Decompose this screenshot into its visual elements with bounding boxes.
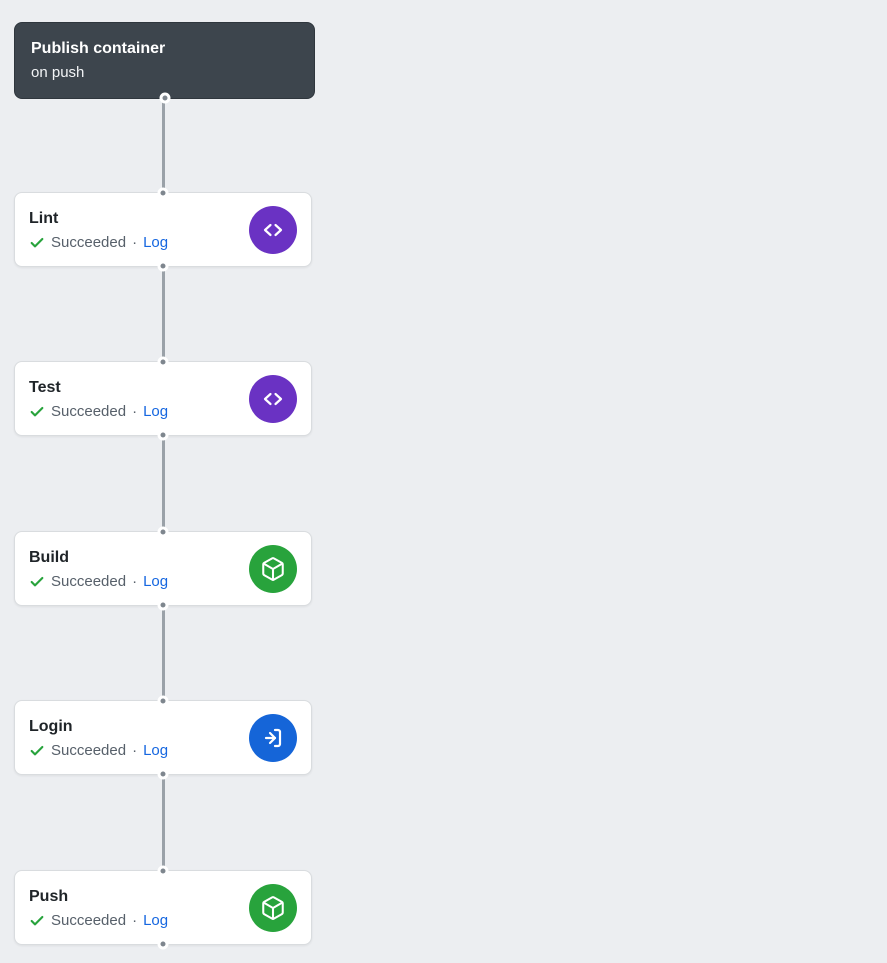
check-icon	[29, 574, 45, 590]
connector-dot	[157, 526, 169, 538]
connector-dot	[157, 187, 169, 199]
trigger-subtitle: on push	[31, 64, 85, 81]
step-title: Login	[29, 718, 73, 735]
sign-in-icon[interactable]	[249, 713, 297, 762]
trigger-title: Publish container	[31, 40, 166, 57]
connector-line	[162, 99, 165, 947]
step-card-push[interactable]: Push Succeeded · Log	[14, 865, 312, 950]
connector-dot	[157, 356, 169, 368]
step-status-text: Succeeded	[51, 912, 127, 929]
step-status: Succeeded · Log	[29, 912, 249, 929]
step-status: Succeeded · Log	[29, 742, 249, 759]
trigger-card[interactable]: Publish container on push	[14, 22, 315, 104]
package-icon[interactable]	[249, 883, 297, 932]
step-status: Succeeded · Log	[29, 234, 249, 251]
status-separator: ·	[132, 742, 138, 759]
status-separator: ·	[132, 234, 138, 251]
log-link[interactable]: Log	[143, 573, 169, 590]
code-icon[interactable]	[249, 374, 297, 423]
step-card-login[interactable]: Login Succeeded · Log	[14, 695, 312, 780]
step-title: Build	[29, 549, 69, 566]
check-icon	[29, 913, 45, 929]
connector-dot	[157, 429, 169, 441]
step-title: Lint	[29, 210, 59, 227]
connector-dot	[157, 599, 169, 611]
step-status: Succeeded · Log	[29, 403, 249, 420]
step-status-text: Succeeded	[51, 403, 127, 420]
package-icon[interactable]	[249, 544, 297, 593]
step-card-lint[interactable]: Lint Succeeded · Log	[14, 187, 312, 272]
connector-dot	[157, 768, 169, 780]
check-icon	[29, 235, 45, 251]
check-icon	[29, 404, 45, 420]
connector-dot	[157, 865, 169, 877]
step-card-test[interactable]: Test Succeeded · Log	[14, 356, 312, 441]
step-title: Test	[29, 379, 61, 396]
step-status-text: Succeeded	[51, 742, 127, 759]
connector-dot	[159, 92, 170, 104]
step-status-text: Succeeded	[51, 234, 127, 251]
status-separator: ·	[132, 403, 138, 420]
log-link[interactable]: Log	[143, 912, 169, 929]
status-separator: ·	[132, 573, 138, 590]
step-status: Succeeded · Log	[29, 573, 249, 590]
connector-dot	[157, 938, 169, 950]
step-card-build[interactable]: Build Succeeded · Log	[14, 526, 312, 611]
log-link[interactable]: Log	[143, 742, 169, 759]
step-title: Push	[29, 888, 69, 905]
log-link[interactable]: Log	[143, 403, 169, 420]
connector-dot	[157, 260, 169, 272]
log-link[interactable]: Log	[143, 234, 169, 251]
code-icon[interactable]	[249, 205, 297, 254]
status-separator: ·	[132, 912, 138, 929]
check-icon	[29, 743, 45, 759]
connector-dot	[157, 695, 169, 707]
step-status-text: Succeeded	[51, 573, 127, 590]
